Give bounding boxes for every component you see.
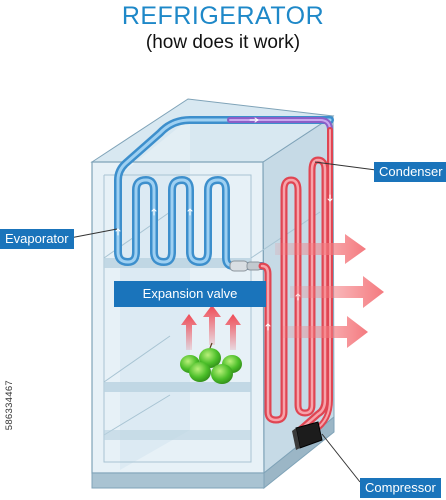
heat-arrow <box>290 276 384 308</box>
stock-id: 586334467 <box>4 380 15 431</box>
compressor-part <box>292 421 323 450</box>
cabinet-base <box>91 472 265 489</box>
apples <box>180 342 242 384</box>
heat-release-arrows <box>275 234 384 348</box>
shelf-top <box>104 258 251 268</box>
diagram-title: REFRIGERATOR <box>121 2 325 30</box>
up-arrow <box>203 305 221 345</box>
heat-absorption-arrows <box>181 305 241 350</box>
diagram-subtitle: (how does it work) <box>145 32 301 53</box>
shelf-middle <box>104 382 251 392</box>
heat-arrow <box>283 316 368 348</box>
up-arrow <box>181 314 197 350</box>
condenser-label: Condenser <box>374 162 446 182</box>
up-arrow <box>225 314 241 350</box>
leader-lines <box>69 161 377 483</box>
expansion-valve-part <box>229 260 262 272</box>
cabinet-inner-frame <box>103 174 252 463</box>
heat-arrow <box>275 234 366 264</box>
expansion-valve-label: Expansion valve <box>114 281 266 307</box>
evaporator-label: Evaporator <box>0 229 74 249</box>
compressor-label: Compressor <box>360 478 441 498</box>
